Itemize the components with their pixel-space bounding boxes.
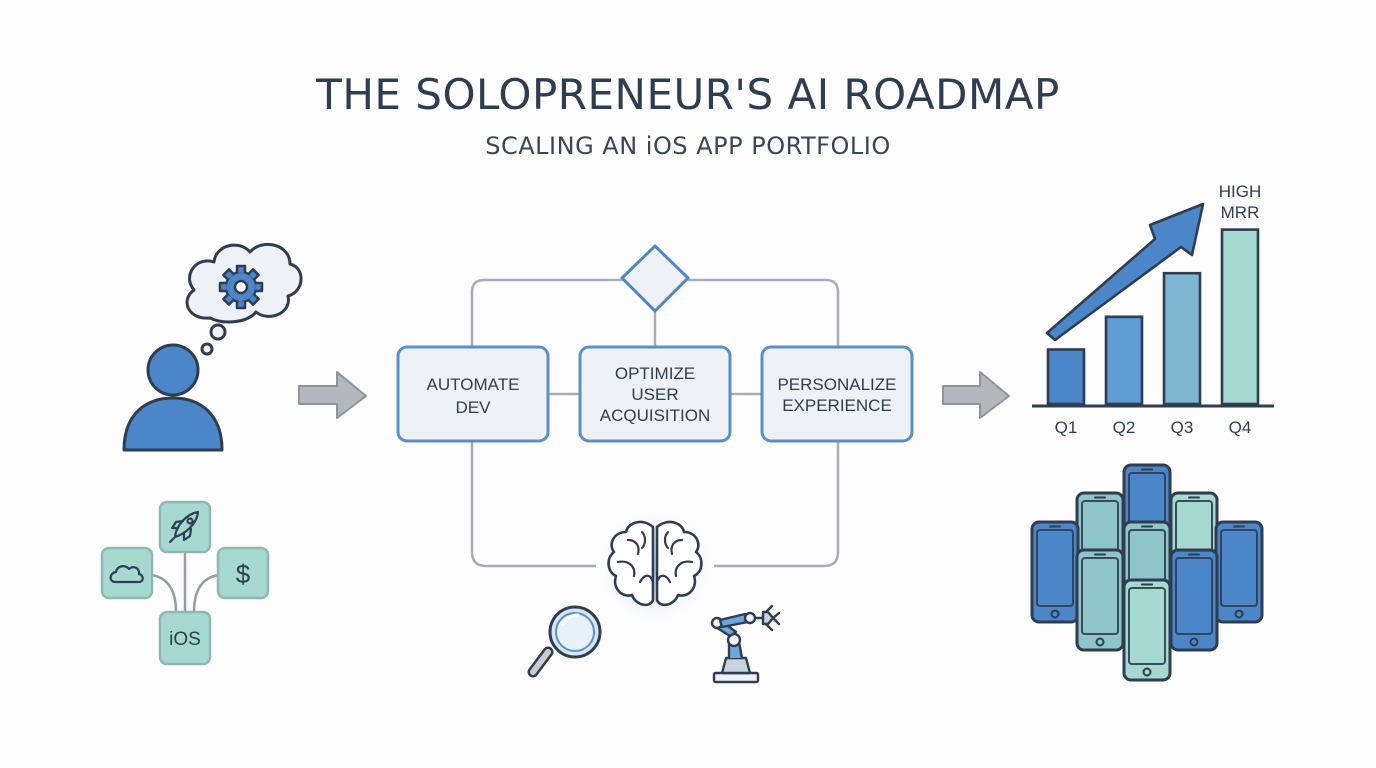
- x-tick-label: Q4: [1229, 418, 1252, 437]
- step-personalize-line2: EXPERIENCE: [782, 396, 892, 415]
- chart-bar-q2: [1104, 315, 1144, 406]
- x-tick-label: Q3: [1171, 418, 1194, 437]
- chart-bars: [1046, 228, 1260, 406]
- ios-node: iOS: [158, 610, 212, 666]
- diamond-icon: [620, 244, 690, 313]
- flow-arrow-left: [298, 371, 367, 419]
- rocket-icon: [168, 510, 200, 544]
- mrr-chart: Q1 Q2 Q3 Q4 HIGH MRR: [1032, 182, 1274, 437]
- step-personalize-experience: PERSONALIZE EXPERIENCE: [760, 345, 914, 443]
- flow-arrow-right: [942, 371, 1010, 419]
- x-tick-label: Q1: [1055, 418, 1078, 437]
- step-automate-line1: AUTOMATE: [427, 375, 520, 394]
- rocket-node: [158, 500, 212, 554]
- ios-label: iOS: [169, 629, 201, 650]
- step-optimize-line3: ACQUISITION: [600, 406, 711, 425]
- step-automate-dev: AUTOMATE DEV: [396, 345, 550, 443]
- annotation-line2: MRR: [1221, 203, 1260, 222]
- robot-arm-icon: [710, 604, 781, 684]
- step-optimize-line1: OPTIMIZE: [615, 364, 695, 383]
- smartphone-icon: [1214, 520, 1264, 624]
- dollar-node: $: [216, 546, 270, 600]
- step-optimize-acquisition: OPTIMIZE USER ACQUISITION: [578, 345, 732, 443]
- page-title: THE SOLOPRENEUR'S AI ROADMAP: [316, 70, 1060, 119]
- step-automate-line2: DEV: [456, 398, 492, 417]
- person-icon: [122, 343, 224, 452]
- x-tick-label: Q2: [1113, 418, 1136, 437]
- page-subtitle: SCALING AN iOS APP PORTFOLIO: [485, 132, 891, 160]
- thinking-person: [122, 242, 303, 452]
- brain-icon: [595, 506, 715, 626]
- gear-icon: [218, 264, 264, 310]
- chart-bar-q4: [1220, 228, 1260, 406]
- step-optimize-line2: USER: [631, 385, 678, 404]
- cloud-icon: [109, 565, 144, 584]
- flow-connectors: [470, 278, 840, 568]
- smartphone-icon: [1169, 548, 1219, 652]
- chart-x-ticks: Q1 Q2 Q3 Q4: [1055, 418, 1252, 437]
- step-personalize-line1: PERSONALIZE: [777, 375, 896, 394]
- dollar-icon: $: [236, 559, 251, 589]
- smartphone-icon: [1122, 578, 1172, 682]
- ios-hub: $ iOS: [100, 500, 270, 666]
- smartphone-icon: [1075, 548, 1125, 652]
- annotation-line1: HIGH: [1219, 182, 1262, 201]
- app-portfolio: [1030, 463, 1264, 682]
- chart-bar-q1: [1046, 348, 1086, 406]
- cloud-node: [100, 546, 154, 600]
- smartphone-icon: [1030, 520, 1080, 624]
- chart-bar-q3: [1162, 271, 1202, 406]
- magnifier-icon: [527, 605, 602, 678]
- trend-arrow: [1045, 202, 1205, 342]
